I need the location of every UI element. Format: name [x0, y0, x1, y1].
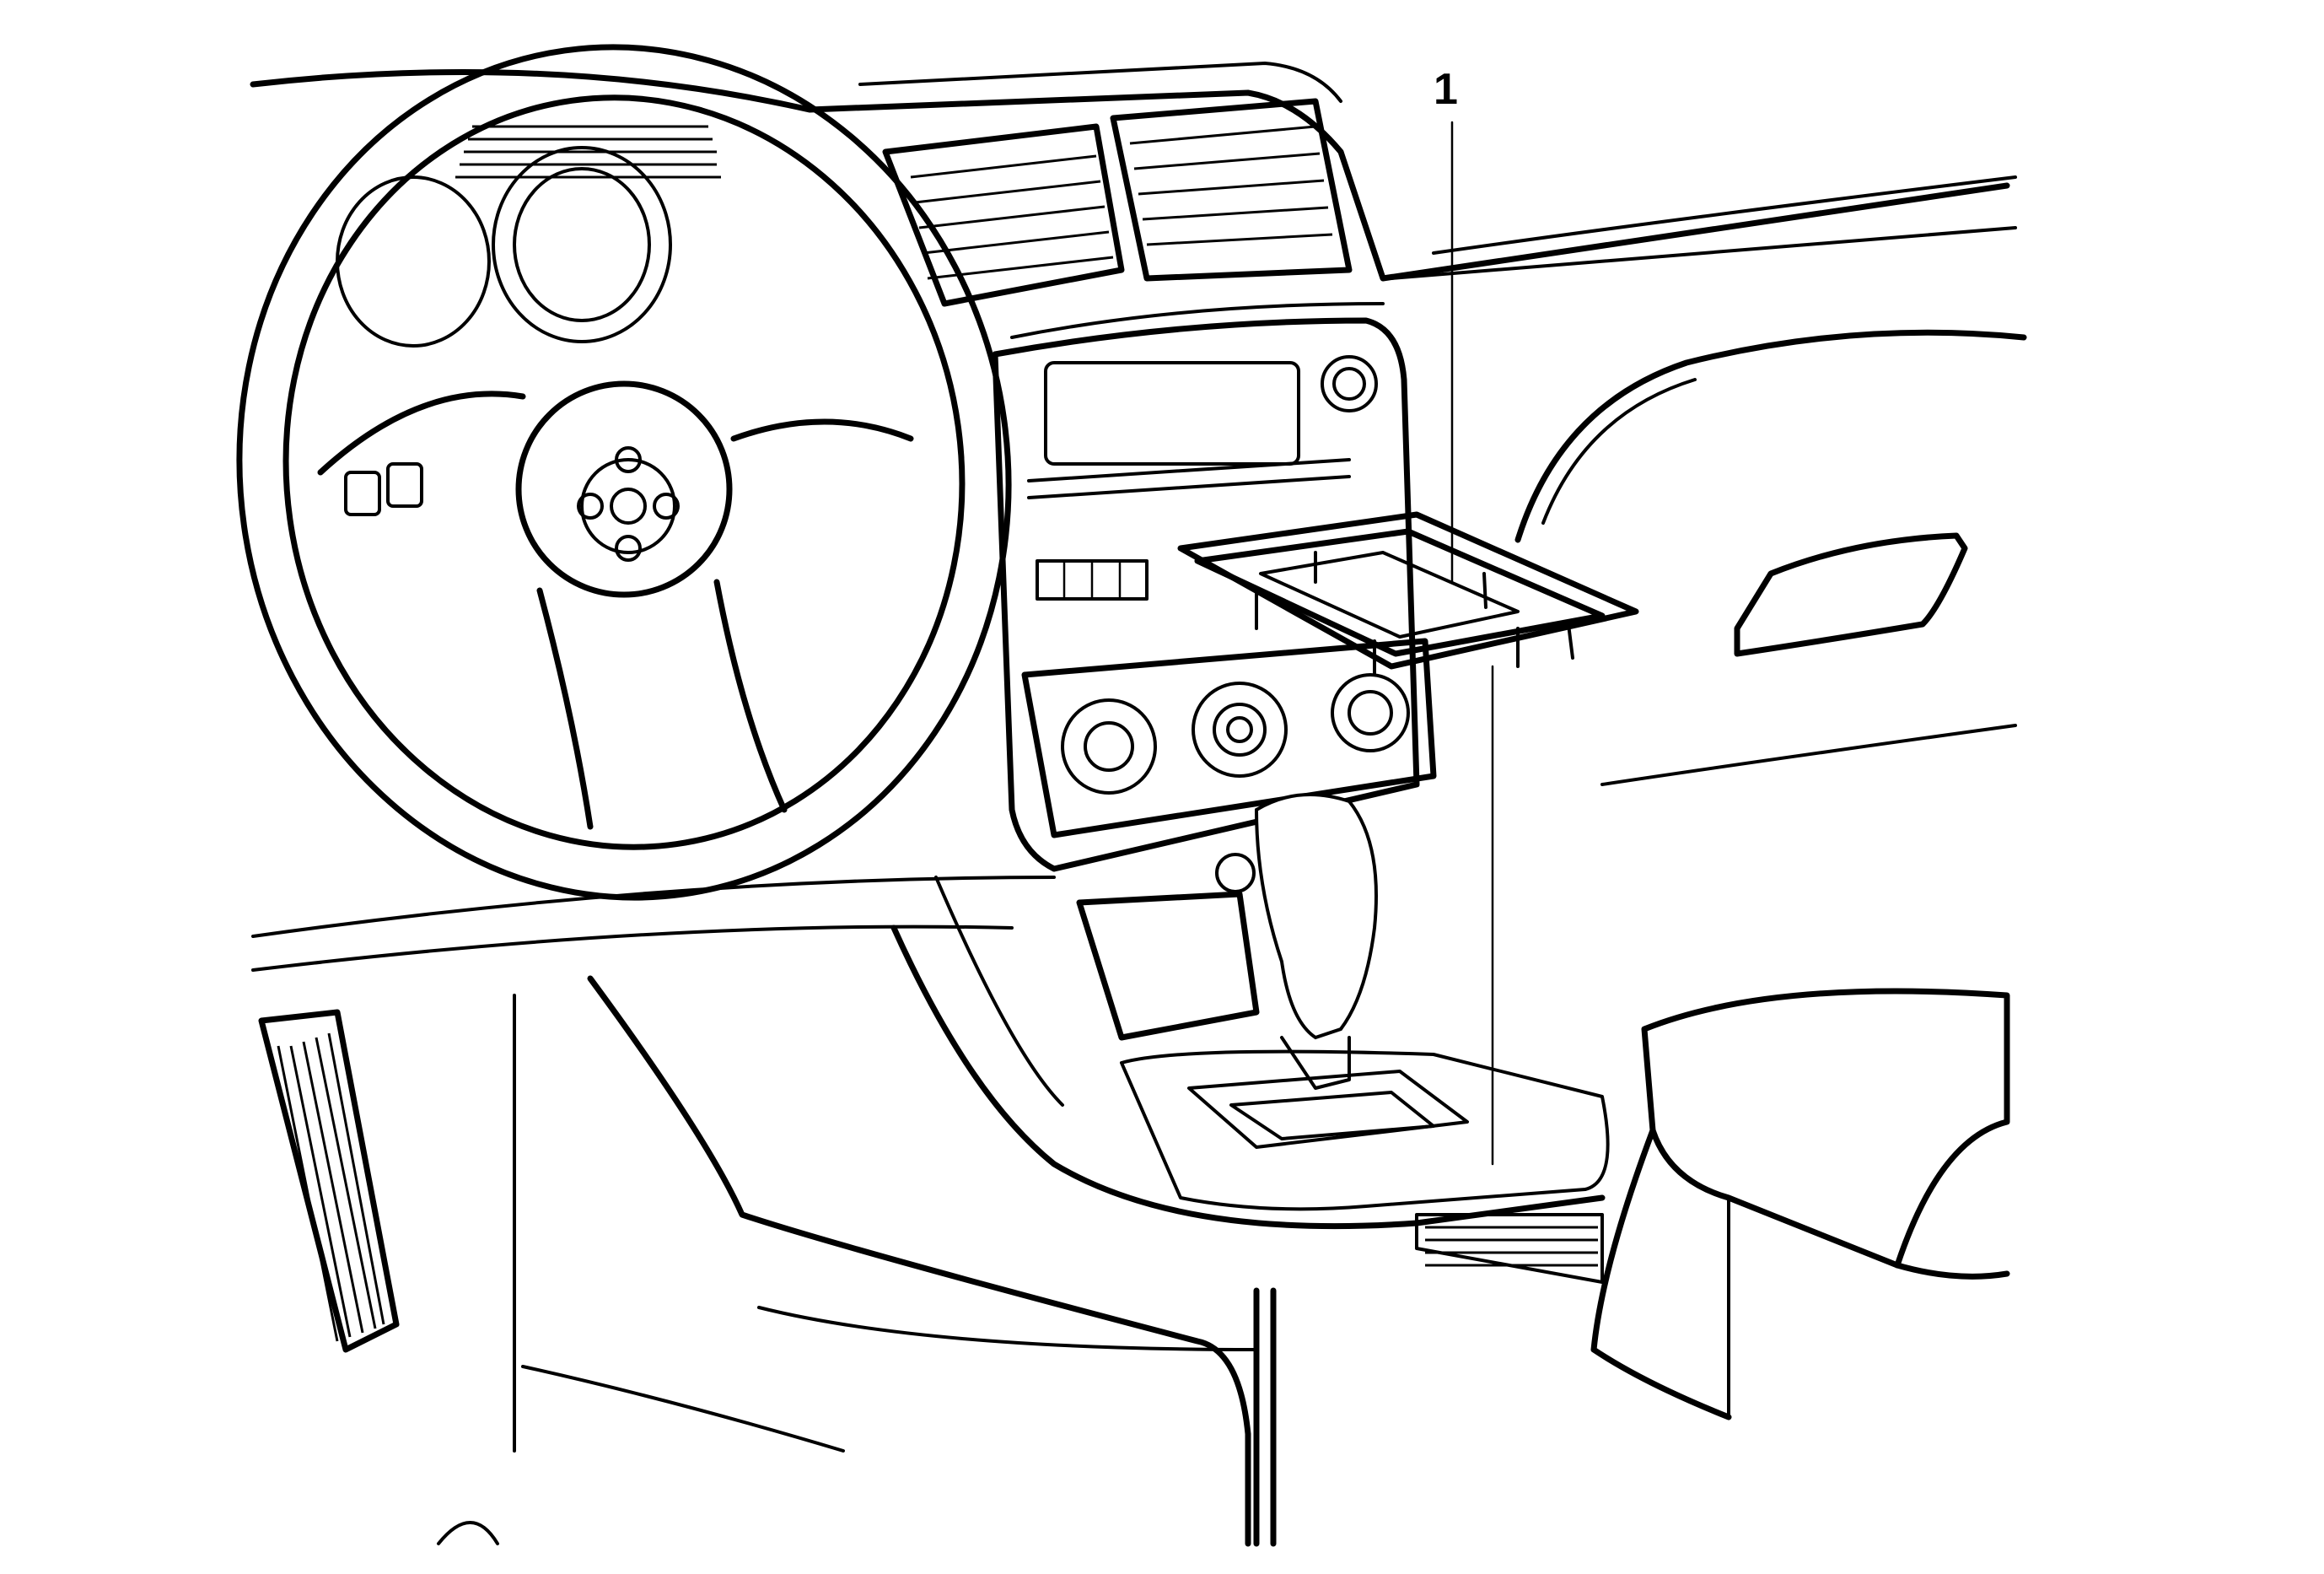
- climate-controls: [1021, 638, 1437, 838]
- vent-louvers-left: [910, 154, 1114, 280]
- wheel-button-right: [386, 462, 423, 508]
- pedals-floor: [258, 975, 1251, 1547]
- climate-knob-left: [1061, 698, 1157, 795]
- climate-knob-right: [1331, 673, 1410, 752]
- bezel-clips: [1255, 551, 1574, 676]
- instrument-cluster: [336, 125, 721, 348]
- armrest: [1590, 988, 2010, 1420]
- wheel-button-left: [344, 471, 381, 516]
- vent-louvers-right: [1129, 125, 1333, 246]
- radio-knob: [1321, 355, 1378, 412]
- radio-display: [1044, 361, 1300, 466]
- center-console: [757, 876, 1606, 1547]
- horn-pad: [515, 380, 733, 598]
- glove-box: [1514, 329, 2027, 786]
- cluster-hatching: [455, 125, 721, 179]
- center-air-vents: [882, 98, 1353, 307]
- glove-box-handle: [1734, 532, 1968, 657]
- steering-wheel-emblem: [580, 458, 676, 554]
- console-tray-hatching: [1425, 1226, 1598, 1267]
- climate-knob-center: [1192, 682, 1288, 778]
- gear-shifter: [1120, 793, 1610, 1211]
- dashboard-top: [250, 62, 2017, 972]
- callout-leader: [1450, 121, 1494, 1166]
- callout-label-1: 1: [1434, 65, 1458, 114]
- center-stack: [992, 302, 1420, 872]
- shift-bezel: [1177, 511, 1639, 676]
- shift-button: [1215, 853, 1256, 893]
- steering-wheel: [236, 44, 1012, 901]
- pedal-ridges: [277, 1032, 385, 1342]
